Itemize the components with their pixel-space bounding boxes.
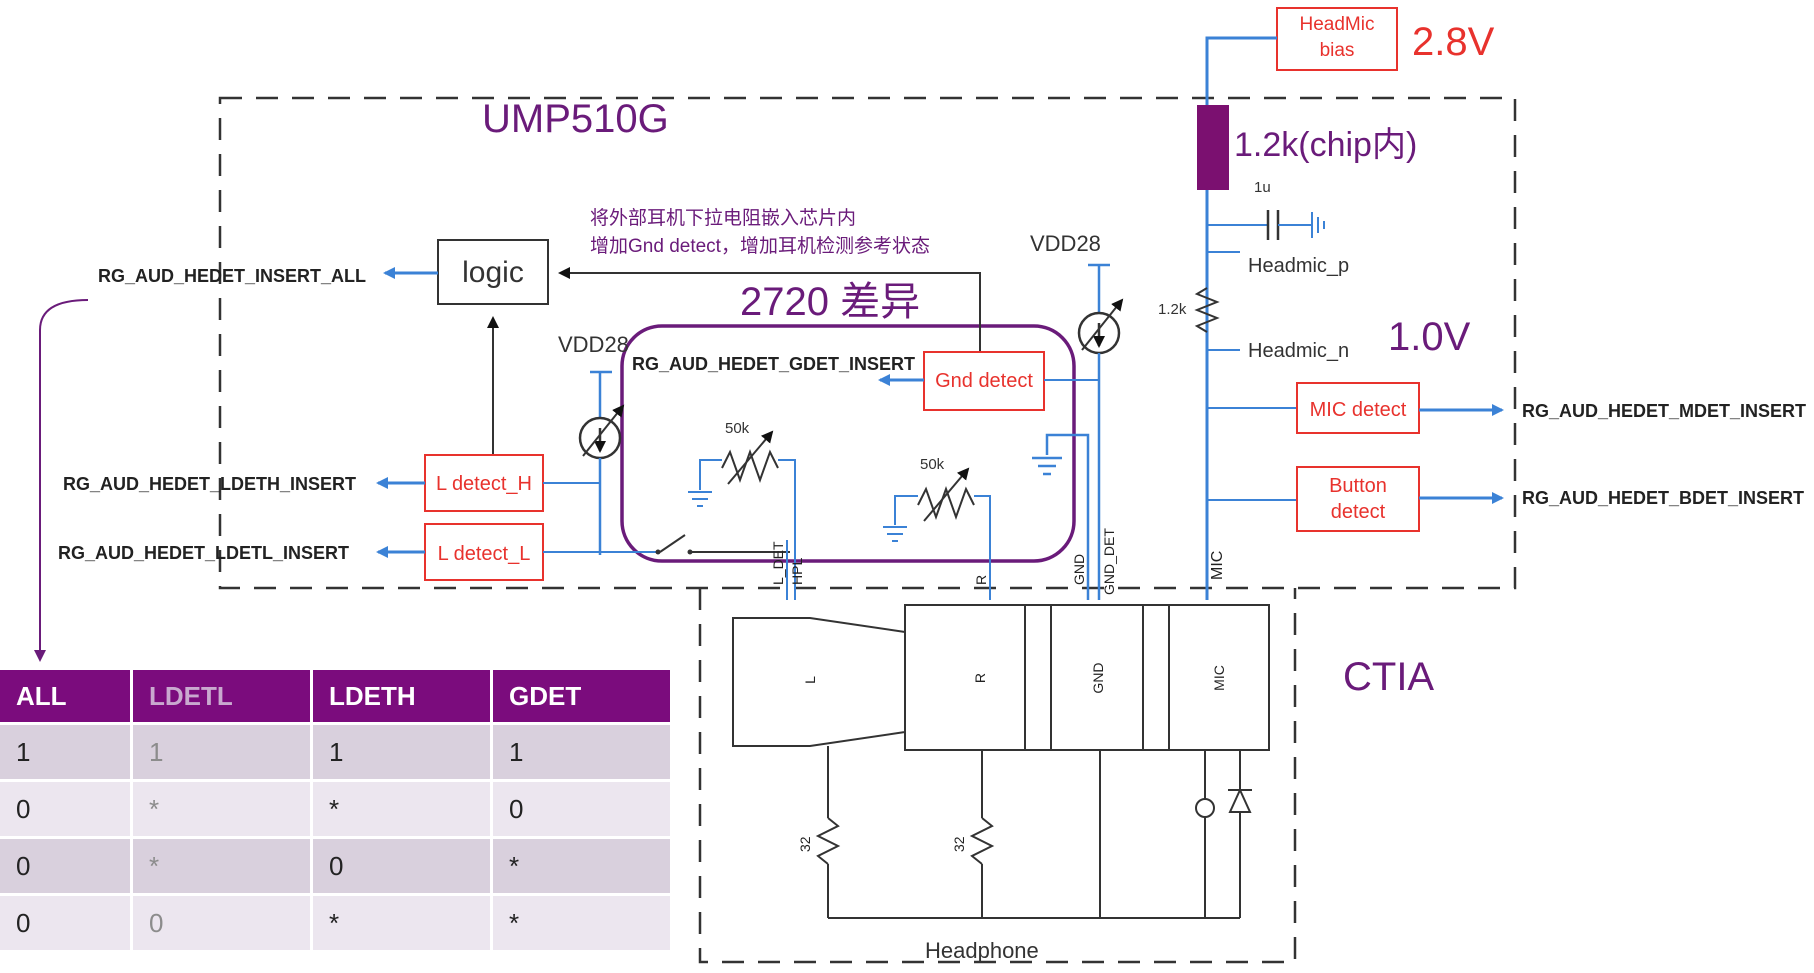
- diff-highlight: [620, 324, 1076, 563]
- pin-gnd-det: GND_DET: [1101, 528, 1117, 595]
- logic-label: logic: [462, 256, 524, 289]
- note-line2: 增加Gnd detect，增加耳机检测参考状态: [590, 235, 930, 257]
- jack-mic: [1168, 604, 1270, 751]
- pin-mic: MIC: [1209, 551, 1226, 580]
- table-cell: *: [131, 779, 313, 838]
- jack-gnd-label: GND: [1090, 662, 1106, 693]
- vdd-left-label: VDD28: [558, 332, 629, 357]
- table-cell: *: [311, 893, 493, 950]
- mic-detect-label: MIC detect: [1310, 399, 1407, 421]
- diode: [1228, 787, 1252, 813]
- table-cell: 1: [0, 722, 133, 781]
- jack-r: [904, 604, 1026, 751]
- res-32a-label: 32: [797, 836, 813, 852]
- pot-1: [721, 449, 779, 483]
- button-detect-line1: Button: [1329, 475, 1387, 497]
- jack-l-tip: [732, 617, 906, 747]
- signal-mdet: RG_AUD_HEDET_MDET_INSERT: [1522, 401, 1806, 421]
- headmic-n-label: Headmic_n: [1248, 340, 1349, 362]
- l-detect-h-label: L detect_H: [436, 473, 532, 495]
- table-cell: 0: [311, 836, 493, 895]
- l-detect-l-label: L detect_L: [438, 543, 531, 565]
- mic-detect-block: [1296, 382, 1420, 434]
- table-cell: *: [131, 836, 313, 895]
- headmic-bias-line1: HeadMic: [1300, 14, 1375, 35]
- resistor-32b: [969, 817, 995, 865]
- pot1-label: 50k: [725, 420, 750, 437]
- resistor-12k: [1194, 287, 1220, 333]
- table-row: 0 * * 0: [0, 779, 673, 838]
- diff-label: 2720 差异: [740, 280, 920, 324]
- l-detect-l-block: [424, 523, 544, 581]
- table-header-row: ALL LDETL LDETH GDET: [0, 670, 673, 724]
- vdd-right-label: VDD28: [1030, 231, 1101, 256]
- button-detect-block: [1296, 466, 1420, 532]
- pot-2: [917, 486, 975, 520]
- connector-label: CTIA: [1343, 655, 1434, 699]
- note-line1: 将外部耳机下拉电阻嵌入芯片内: [590, 207, 856, 229]
- chip-title: UMP510G: [482, 97, 669, 141]
- headphone-boundary: [698, 588, 1297, 964]
- button-detect-line2: detect: [1331, 501, 1386, 523]
- table-row: 1 1 1 1: [0, 722, 673, 781]
- signal-ldeth: RG_AUD_HEDET_LDETH_INSERT: [63, 474, 356, 494]
- jack-l-label: L: [802, 676, 818, 684]
- table-cell: 0: [491, 779, 673, 838]
- signal-insert-all: RG_AUD_HEDET_INSERT_ALL: [98, 266, 366, 286]
- chip-boundary: [218, 96, 1517, 590]
- gnd-detect-label: Gnd detect: [935, 370, 1033, 392]
- l-detect-h-block: [424, 454, 544, 512]
- jack-gnd: [1050, 604, 1144, 751]
- pin-l-det: L_DET: [770, 541, 786, 585]
- jack-r-label: R: [972, 673, 988, 683]
- bias-voltage: 2.8V: [1412, 20, 1495, 64]
- table-cell: 1: [311, 722, 493, 781]
- resistor-32a: [815, 817, 841, 865]
- chip-resistor-label: 1.2k(chip内): [1234, 126, 1417, 164]
- bias-wire: [1205, 36, 1277, 105]
- signal-bdet: RG_AUD_HEDET_BDET_INSERT: [1522, 488, 1804, 508]
- table-header: LDETL: [131, 670, 313, 724]
- table-cell: 0: [0, 779, 133, 838]
- table-cell: *: [491, 836, 673, 895]
- table-cell: *: [491, 893, 673, 950]
- table-cell: 0: [0, 893, 133, 950]
- pin-r: R: [973, 575, 989, 585]
- table-row: 0 * 0 *: [0, 836, 673, 895]
- chip-resistor: [1197, 105, 1229, 190]
- signal-gdet: RG_AUD_HEDET_GDET_INSERT: [632, 354, 915, 374]
- mic-element: [1195, 798, 1215, 818]
- table-header: LDETH: [311, 670, 493, 724]
- table-cell: 1: [491, 722, 673, 781]
- ref-voltage: 1.0V: [1388, 315, 1471, 359]
- table-cell: 1: [131, 722, 313, 781]
- table-row: 0 0 * *: [0, 893, 673, 950]
- headmic-bias-line2: bias: [1320, 40, 1355, 61]
- logic-block: [437, 239, 549, 305]
- table-header: GDET: [491, 670, 673, 724]
- res-32b-label: 32: [951, 836, 967, 852]
- table-cell: 0: [131, 893, 313, 950]
- res-small-label: 1.2k: [1158, 301, 1187, 318]
- table-cell: *: [311, 779, 493, 838]
- truth-table: ALL LDETL LDETH GDET 1 1 1 1 0 * * 0 0 *…: [0, 670, 673, 950]
- jack-mic-label: MIC: [1211, 665, 1227, 691]
- cap-label: 1u: [1254, 179, 1271, 196]
- headmic-bias-block: [1276, 7, 1398, 71]
- table-header: ALL: [0, 670, 133, 724]
- headmic-p-label: Headmic_p: [1248, 255, 1349, 277]
- pot2-label: 50k: [920, 456, 945, 473]
- pin-hpl: HPL: [789, 558, 805, 585]
- table-cell: 0: [0, 836, 133, 895]
- table-pointer: [34, 299, 89, 662]
- signal-ldetl: RG_AUD_HEDET_LDETL_INSERT: [58, 543, 349, 563]
- pin-gnd: GND: [1071, 554, 1087, 585]
- headphone-label: Headphone: [925, 938, 1039, 963]
